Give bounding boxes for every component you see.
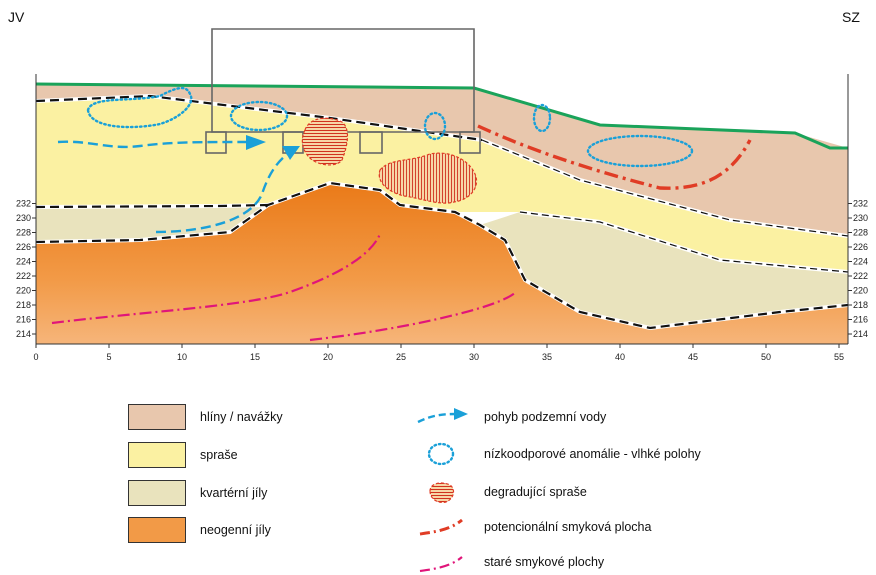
legend-label: pohyb podzemní vody — [484, 410, 607, 424]
y-tick-label: 218 — [853, 300, 868, 310]
swatch-kvarterni-jily — [128, 480, 186, 506]
y-tick-label: 228 — [853, 228, 868, 238]
y-tick-label: 224 — [853, 257, 868, 267]
y-tick-label: 216 — [853, 315, 868, 325]
potential-slip-surface — [477, 124, 752, 190]
swatch-sprase — [128, 442, 186, 468]
x-tick-label: 40 — [615, 352, 625, 362]
legend-item-anomalies: nízkoodporové anomálie - vlhké polohy — [412, 441, 701, 467]
x-tick-label: 50 — [761, 352, 771, 362]
y-tick-label: 218 — [16, 300, 31, 310]
y-tick-label: 222 — [16, 271, 31, 281]
layer-kvarterni-jily — [36, 205, 848, 328]
x-tick-label: 35 — [542, 352, 552, 362]
legend-label: kvartérní jíly — [200, 486, 268, 500]
legend-item-sprase: spraše — [128, 442, 238, 468]
x-tick-label: 30 — [469, 352, 479, 362]
y-tick-label: 232 — [853, 199, 868, 209]
y-tick-label: 232 — [16, 199, 31, 209]
y-tick-label: 220 — [16, 286, 31, 296]
swatch-hliny — [128, 404, 186, 430]
dotted-ellipse-icon — [427, 442, 455, 466]
y-axis-right-ticks: 214 216 218 220 222 224 226 228 230 232 — [848, 199, 868, 339]
thin-boundaries — [481, 139, 849, 273]
layer-hliny-navazky — [36, 84, 848, 236]
red-dash-dot-line-icon — [419, 518, 463, 536]
x-axis-ticks: 0 5 10 15 20 25 30 35 40 45 50 55 — [33, 344, 844, 362]
arrow-dashed-blue-icon — [417, 408, 468, 424]
y-tick-label: 228 — [16, 228, 31, 238]
legend-item-hliny: hlíny / navážky — [128, 404, 283, 430]
x-tick-label: 0 — [33, 352, 38, 362]
legend-label: hlíny / navážky — [200, 410, 283, 424]
legend-label: staré smykové plochy — [484, 555, 605, 569]
terrain-surface-line — [35, 82, 848, 150]
groundwater-flow-arrows — [57, 140, 291, 234]
moisture-anomalies — [86, 86, 694, 168]
swatch-neogenni-jily — [128, 517, 186, 543]
y-tick-label: 230 — [853, 213, 868, 223]
axes — [35, 74, 849, 345]
legend-item-potential-slip: potencionální smyková plocha — [412, 514, 651, 540]
x-tick-label: 20 — [323, 352, 333, 362]
x-tick-label: 45 — [688, 352, 698, 362]
y-tick-label: 226 — [16, 242, 31, 252]
y-tick-label: 226 — [853, 242, 868, 252]
legend-label: potencionální smyková plocha — [484, 520, 652, 534]
direction-label-sz: SZ — [842, 9, 860, 25]
magenta-dash-dot-line-icon — [419, 556, 463, 573]
x-tick-label: 15 — [250, 352, 260, 362]
flow-arrowhead — [282, 146, 300, 160]
legend-item-kvarterni-jily: kvartérní jíly — [128, 480, 267, 506]
hatched-blob-icon — [429, 482, 455, 504]
y-tick-label: 214 — [853, 329, 868, 339]
legend-item-neogenni-jily: neogenní jíly — [128, 517, 271, 543]
old-slip-surfaces — [51, 233, 517, 342]
y-tick-label: 230 — [16, 213, 31, 223]
y-tick-label: 216 — [16, 315, 31, 325]
legend-label: nízkoodporové anomálie - vlhké polohy — [484, 447, 701, 461]
legend-label: spraše — [200, 448, 238, 462]
legend-item-degrading-loess: degradující spraše — [412, 479, 587, 505]
y-tick-label: 214 — [16, 329, 31, 339]
legend-item-old-slip: staré smykové plochy — [412, 549, 604, 575]
legend-label: degradující spraše — [484, 485, 587, 499]
x-tick-label: 25 — [396, 352, 406, 362]
x-tick-label: 55 — [834, 352, 844, 362]
y-tick-label: 222 — [853, 271, 868, 281]
x-tick-label: 10 — [177, 352, 187, 362]
layer-neogenni-jily — [36, 183, 848, 344]
geological-cross-section: 0 5 10 15 20 25 30 35 40 45 50 55 214 216 218 220 222 22… — [16, 28, 868, 362]
direction-label-jv: JV — [8, 9, 25, 25]
y-tick-label: 224 — [16, 257, 31, 267]
x-tick-label: 5 — [106, 352, 111, 362]
flow-arrowhead — [246, 135, 266, 150]
legend-item-groundwater: pohyb podzemní vody — [412, 404, 606, 430]
y-axis-left-ticks: 214 216 218 220 222 224 226 228 230 232 — [16, 199, 36, 339]
degrading-loess-zones — [301, 117, 478, 204]
legend-label: neogenní jíly — [200, 523, 271, 537]
y-tick-label: 220 — [853, 286, 868, 296]
